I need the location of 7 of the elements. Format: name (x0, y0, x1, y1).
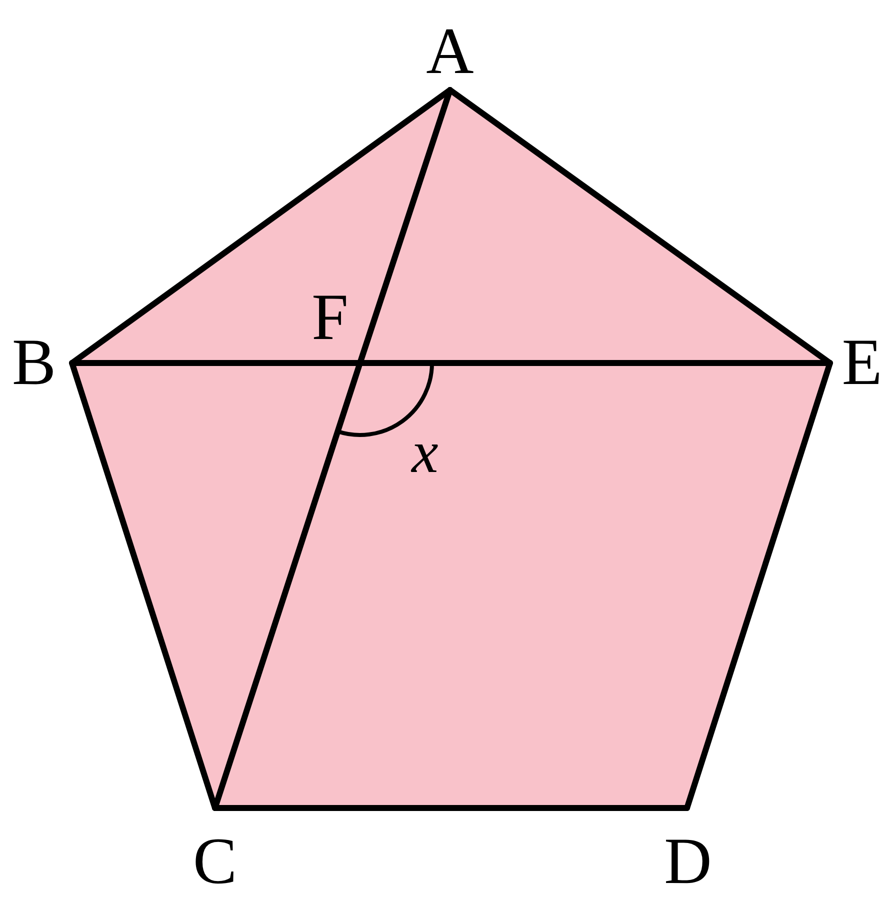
vertex-label: D (664, 829, 712, 895)
vertex-label: B (12, 330, 56, 396)
angle-label: x (412, 422, 438, 482)
vertex-label: F (312, 285, 348, 351)
vertex-label: E (842, 330, 882, 396)
vertex-label: C (192, 829, 238, 895)
vertex-label: A (426, 19, 474, 85)
